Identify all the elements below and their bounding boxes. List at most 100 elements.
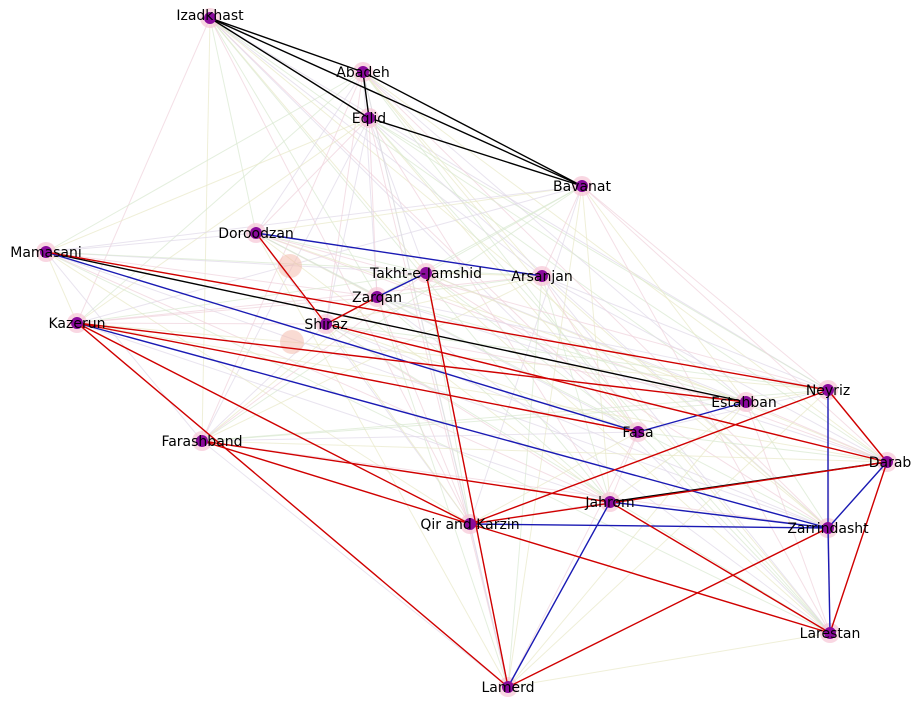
faint-edge <box>325 117 370 325</box>
faint-edge <box>745 401 829 529</box>
faint-edge <box>745 389 829 403</box>
faint-edge <box>201 323 327 442</box>
faint-edge <box>368 117 427 274</box>
faint-edge <box>76 322 327 325</box>
node-fasa[interactable] <box>632 426 644 438</box>
node-bavanat[interactable] <box>576 180 588 192</box>
node-estahban[interactable] <box>740 396 752 408</box>
edge-izadkhast-bavanat <box>209 17 583 187</box>
faint-edge <box>255 232 829 391</box>
edge-shiraz-darab <box>325 323 888 463</box>
node-kazerun[interactable] <box>71 317 83 329</box>
faint-edge <box>45 185 583 253</box>
node-arsanjan[interactable] <box>536 270 548 282</box>
node-larestan[interactable] <box>824 627 836 639</box>
edge-jahrom-lamerd <box>507 501 611 688</box>
faint-edge <box>209 17 829 391</box>
faint-edge <box>45 232 257 253</box>
edge-kazerun-zarrindasht <box>76 322 829 529</box>
node-label-darab: Darab <box>869 455 912 471</box>
edges-layer <box>45 17 888 688</box>
node-zarqan[interactable] <box>371 291 383 303</box>
faint-edge <box>76 275 543 324</box>
node-label-eqlid: Eqlid <box>352 111 386 127</box>
node-label-farashband: Farashband <box>161 434 242 450</box>
node-izadkhast[interactable] <box>204 12 216 24</box>
node-neyriz[interactable] <box>822 384 834 396</box>
edge-qir-neyriz <box>469 389 829 525</box>
edge-izadkhast-abadeh <box>209 17 364 73</box>
faint-edge <box>255 232 509 688</box>
node-eqlid[interactable] <box>363 112 375 124</box>
node-darab[interactable] <box>881 456 893 468</box>
node-label-zarqan: Zarqan <box>352 290 402 306</box>
node-label-kazerun: Kazerun <box>49 316 106 332</box>
faint-edge <box>201 440 829 529</box>
faint-edge <box>76 71 364 324</box>
faint-edge <box>76 322 888 463</box>
faint-edge <box>425 272 831 634</box>
faint-edge <box>581 185 747 403</box>
faint-edge <box>201 71 364 442</box>
faint-edge <box>201 17 211 442</box>
faint-edge <box>201 440 509 688</box>
edge-eqlid-bavanat <box>368 117 583 187</box>
faint-edge <box>76 322 829 391</box>
node-label-izadkhast: Izadkhast <box>176 8 244 24</box>
faint-edge <box>325 323 831 634</box>
node-label-fasa: Fasa <box>622 425 653 441</box>
node-dorood[interactable] <box>250 227 262 239</box>
faint-edge <box>325 323 639 433</box>
faint-edge <box>362 71 829 529</box>
faint-edge <box>255 185 583 234</box>
edge-dorood-arsanjan <box>255 232 543 277</box>
faint-edge <box>209 17 831 634</box>
faint-edge <box>541 185 583 277</box>
faint-edge <box>425 272 543 277</box>
faint-edge <box>368 117 829 529</box>
faint-edge <box>325 323 471 525</box>
edge-mamasani-neyriz <box>45 251 829 391</box>
faint-edge <box>201 389 829 442</box>
node-jahrom[interactable] <box>604 496 616 508</box>
faint-edge <box>507 275 543 688</box>
edge-qir-darab <box>469 461 888 525</box>
faint-edge <box>209 17 257 234</box>
node-label-shiraz: Shiraz <box>304 317 347 333</box>
faint-edge <box>325 323 611 503</box>
node-label-mamasani: Mamasani <box>10 245 82 261</box>
node-abadeh[interactable] <box>357 66 369 78</box>
edge-jahrom-larestan <box>609 501 831 634</box>
faint-edge <box>201 296 378 442</box>
edge-kazerun-fasa <box>76 322 639 433</box>
edge-zarrindasht-lamerd <box>507 527 829 688</box>
faint-edge <box>368 117 829 391</box>
faint-edge <box>45 71 364 253</box>
node-lamerd[interactable] <box>502 681 514 693</box>
faint-edge <box>425 272 829 529</box>
faint-edge <box>507 389 829 688</box>
node-label-qir: Qir and Karzin <box>420 517 519 533</box>
faint-edge <box>637 431 831 634</box>
node-qir[interactable] <box>464 518 476 530</box>
node-label-bavanat: Bavanat <box>553 179 612 195</box>
faint-edge <box>541 275 611 503</box>
faint-edge <box>581 185 831 634</box>
node-farashband[interactable] <box>196 435 208 447</box>
faint-edge <box>368 117 378 298</box>
edge-zarqan-shiraz <box>325 296 378 325</box>
faint-edge <box>209 17 378 298</box>
faint-edge <box>255 232 888 463</box>
edge-kazerun-lamerd <box>76 322 509 688</box>
node-takht[interactable] <box>420 267 432 279</box>
edge-mamasani-estahban <box>45 251 747 403</box>
faint-edge <box>362 71 639 433</box>
faint-edge <box>325 71 364 325</box>
edge-dorood-shiraz <box>255 232 327 325</box>
faint-edge <box>45 251 378 298</box>
edge-kazerun-qir <box>76 322 471 525</box>
node-zarrindasht[interactable] <box>822 522 834 534</box>
node-shiraz[interactable] <box>320 318 332 330</box>
node-mamasani[interactable] <box>40 246 52 258</box>
faint-edge <box>368 117 888 463</box>
